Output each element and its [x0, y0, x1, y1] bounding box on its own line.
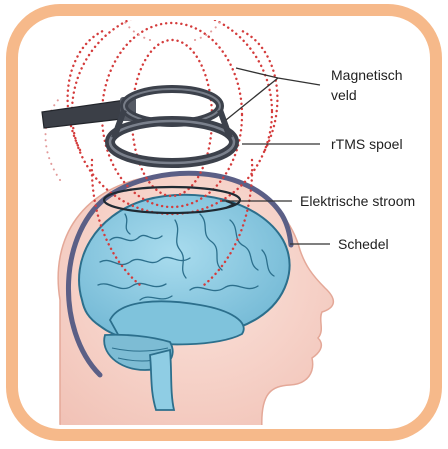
label-electric-current: Elektrische stroom: [300, 193, 415, 209]
label-magnetic-field-line2: veld: [331, 87, 357, 103]
label-rtms-coil: rTMS spoel: [331, 136, 403, 152]
label-magnetic-field-line1: Magnetisch: [331, 67, 403, 83]
label-skull: Schedel: [338, 236, 389, 252]
